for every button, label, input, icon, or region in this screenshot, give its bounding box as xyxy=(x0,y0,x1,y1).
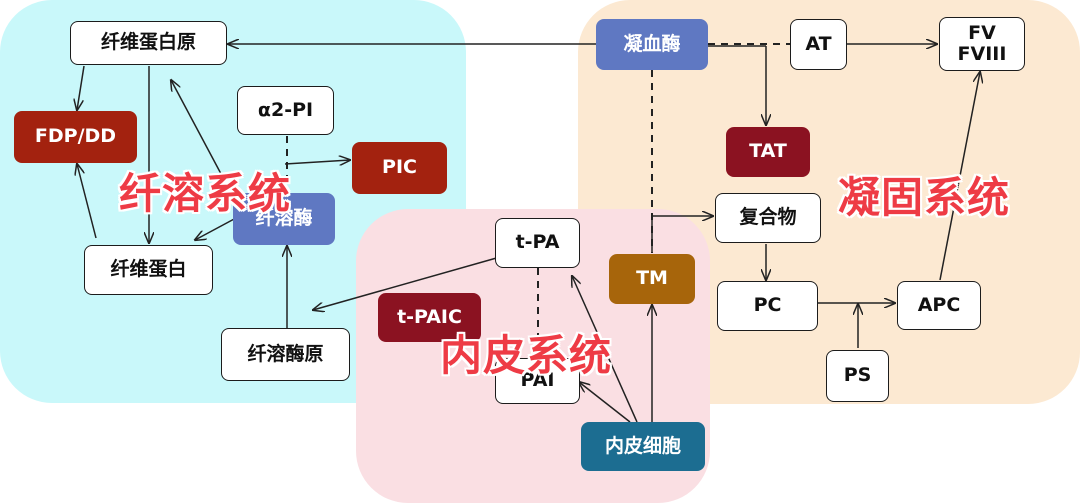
arrow-plasmin-to-fibrin xyxy=(195,217,237,240)
fibrinolysis-system-title: 纤溶系统 xyxy=(119,169,292,218)
arrow-to-pic xyxy=(284,160,350,164)
arrow-fibrinogen-to-fdp xyxy=(77,65,85,110)
arrow-plasmin-to-fibrinogen xyxy=(171,80,237,203)
node-pc: PC xyxy=(717,281,818,331)
node-pic: PIC xyxy=(352,142,447,194)
endothelium-system-title: 内皮系统 xyxy=(440,331,613,380)
arrow-endothelial-to-tpa xyxy=(572,276,638,423)
node-fibrinogen: 纤维蛋白原 xyxy=(70,21,227,65)
node-endothelial-cell: 内皮细胞 xyxy=(581,422,705,471)
arrow-tpa-to-plasminogen xyxy=(313,256,501,310)
node-at: AT xyxy=(790,19,847,70)
node-plasminogen: 纤溶酶原 xyxy=(221,328,350,381)
arrow-endothelial-to-pai xyxy=(579,382,631,423)
node-complex: 复合物 xyxy=(715,193,821,243)
node-tpa: t-PA xyxy=(495,218,580,268)
node-thrombin: 凝血酶 xyxy=(596,19,708,70)
node-fdp-dd: FDP/DD xyxy=(14,111,137,163)
node-fibrin: 纤维蛋白 xyxy=(84,245,213,295)
arrow-fibrin-to-fdp xyxy=(77,164,97,239)
node-plasmin: 纤溶酶 xyxy=(233,193,335,245)
node-pai: PAI xyxy=(495,358,580,404)
node-ps: PS xyxy=(826,350,889,402)
node-fv-fviii: FV FVIII xyxy=(939,17,1025,71)
node-tm: TM xyxy=(609,254,695,304)
node-tpaic: t-PAIC xyxy=(378,293,481,342)
node-tat: TAT xyxy=(726,127,810,177)
arrow-apc-to-fv xyxy=(939,72,980,281)
node-apc: APC xyxy=(897,281,981,330)
coagulation-system-title: 凝固系统 xyxy=(838,173,1011,222)
node-a2pi: α2-PI xyxy=(237,86,334,135)
